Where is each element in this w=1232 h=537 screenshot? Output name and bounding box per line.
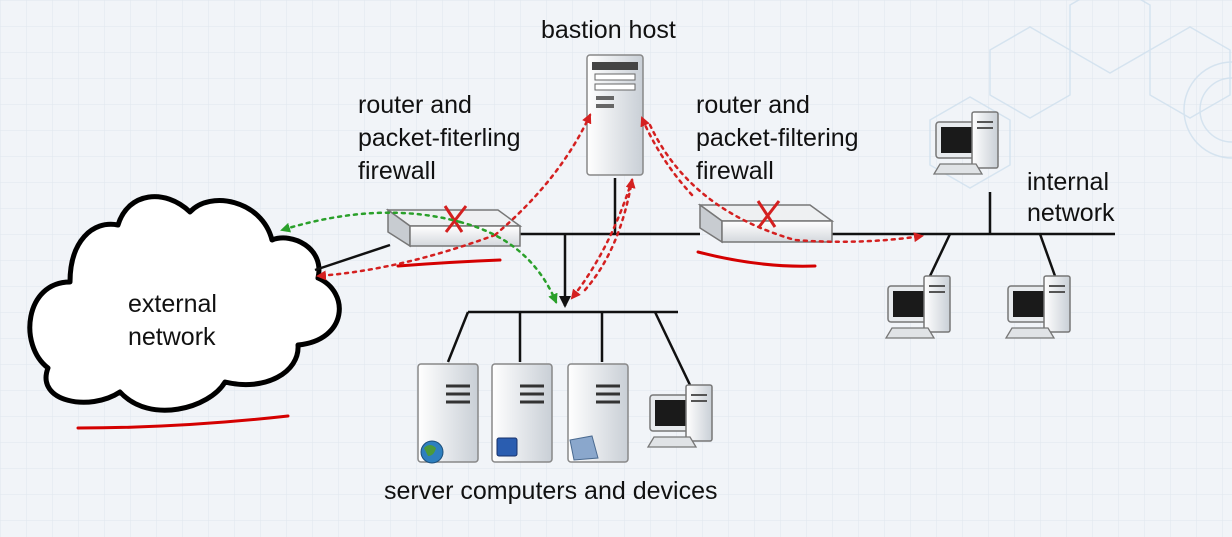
- left-router-label-line1: router and: [358, 91, 472, 119]
- annotation-underlines: [76, 250, 817, 430]
- internal-network-label-line2: network: [1027, 199, 1115, 227]
- green-traffic-flow: [280, 211, 558, 304]
- internal-network-label-line1: internal: [1027, 168, 1109, 196]
- external-network-label-line1: external: [128, 290, 217, 318]
- left-router-firewall: [385, 205, 523, 248]
- server-1: [416, 362, 480, 464]
- bastion-host-label: bastion host: [541, 16, 676, 44]
- left-router-label-line2: packet-fiterling: [358, 124, 521, 152]
- servers-label: server computers and devices: [384, 477, 717, 505]
- right-router-label-line1: router and: [696, 91, 810, 119]
- red-traffic-flows: [316, 113, 924, 300]
- external-network-label-line2: network: [128, 323, 216, 351]
- internal-pc-1: [933, 111, 999, 175]
- workstation-device: [647, 384, 713, 448]
- right-router-label-line3: firewall: [696, 157, 774, 185]
- decorative-hexagons: [929, 0, 1232, 189]
- internal-pc-3: [1005, 275, 1071, 339]
- internal-pc-2: [885, 275, 951, 339]
- server-3: [566, 362, 630, 464]
- bastion-host-server: [586, 54, 644, 176]
- external-network-cloud: [27, 194, 342, 413]
- left-router-label-line3: firewall: [358, 157, 436, 185]
- right-router-label-line2: packet-filtering: [696, 124, 859, 152]
- server-2: [490, 362, 554, 464]
- right-router-firewall: [697, 200, 835, 244]
